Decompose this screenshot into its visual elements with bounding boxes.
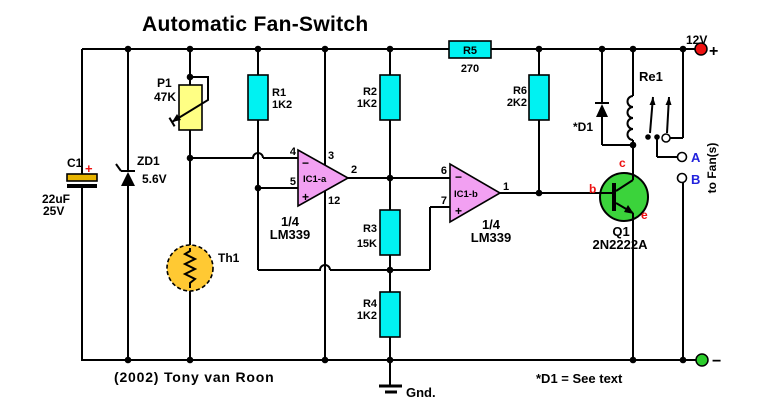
ic1a-pin5-label: 5 bbox=[290, 176, 296, 188]
ic1a-plus-label: + bbox=[302, 190, 309, 204]
resistor-r3-body bbox=[379, 209, 401, 256]
r2-value-label: 1K2 bbox=[357, 98, 377, 110]
resistor-r5-body bbox=[448, 40, 492, 59]
r4-value-label: 1K2 bbox=[357, 310, 377, 322]
capacitor-c1 bbox=[66, 173, 98, 188]
q1-emitter-label: e bbox=[641, 208, 648, 222]
terminal-negative bbox=[695, 353, 709, 367]
junction-dots bbox=[124, 45, 687, 364]
potentiometer-p1-body bbox=[178, 84, 203, 131]
emitter-arrowhead bbox=[624, 205, 634, 214]
q1-part-label: 2N2222A bbox=[593, 237, 649, 252]
ic1a-pin3-label: 3 bbox=[328, 150, 334, 162]
q1-collector-label: c bbox=[619, 156, 626, 170]
ground-symbol bbox=[379, 360, 402, 394]
c1-value-label: 22uF bbox=[42, 192, 70, 206]
wire-collector bbox=[615, 145, 634, 192]
p1-ref-label: P1 bbox=[157, 76, 172, 90]
resistor-r1-body bbox=[247, 74, 269, 121]
output-b-label: B bbox=[691, 172, 700, 187]
opamp-ic1a-body bbox=[297, 148, 350, 208]
re1-ref-label: Re1 bbox=[639, 69, 663, 84]
r1-ref-label: R1 bbox=[272, 87, 286, 99]
d1-ref-label: *D1 bbox=[573, 120, 593, 134]
relay-re1-coil bbox=[626, 95, 634, 141]
th1-ref-label: Th1 bbox=[218, 251, 240, 265]
capacitor-c1-plate-bottom bbox=[67, 184, 97, 188]
ic1b-part-label: LM339 bbox=[471, 230, 511, 245]
wire-relay-common bbox=[670, 49, 684, 139]
resistor-r6-body bbox=[528, 74, 550, 121]
ic1a-fraction-label: 1/4 bbox=[281, 214, 300, 229]
terminal-a bbox=[676, 151, 688, 163]
r3-value-label: 15K bbox=[357, 238, 377, 250]
ic1a-ref-label: IC1-a bbox=[303, 174, 327, 185]
wiper-arrowhead bbox=[172, 114, 181, 122]
d1-note-label: *D1 = See text bbox=[536, 371, 623, 386]
c1-polarity-label: + bbox=[85, 161, 93, 176]
ic1b-pin6-label: 6 bbox=[441, 165, 447, 177]
to-fans-label: to Fan(s) bbox=[705, 143, 719, 194]
r6-value-label: 2K2 bbox=[507, 97, 527, 109]
ic1a-part-label: LM339 bbox=[270, 227, 310, 242]
resistor-r2-body bbox=[379, 74, 401, 121]
supply-12v-label: 12V bbox=[686, 33, 707, 47]
wire-pin4-net bbox=[190, 152, 298, 159]
ic1a-pin4-label: 4 bbox=[290, 146, 297, 158]
r2-ref-label: R2 bbox=[363, 86, 377, 98]
thermistor-th1-body bbox=[166, 244, 214, 292]
zener-zd1-symbol bbox=[115, 163, 135, 186]
ic1b-pin1-label: 1 bbox=[503, 181, 509, 193]
zd1-ref-label: ZD1 bbox=[137, 154, 160, 168]
ic1b-fraction-label: 1/4 bbox=[482, 217, 501, 232]
ic1b-pin7-label: 7 bbox=[441, 195, 447, 207]
ic1b-ref-label: IC1-b bbox=[454, 189, 478, 200]
gnd-label: Gnd. bbox=[406, 385, 436, 400]
ic1b-minus-label: − bbox=[455, 170, 462, 184]
transistor-q1-symbol bbox=[500, 145, 634, 360]
c1-ref-label: C1 bbox=[67, 156, 83, 170]
thermistor-zigzag bbox=[182, 248, 198, 288]
ic1a-pin12-label: 12 bbox=[328, 195, 340, 207]
r1-value-label: 1K2 bbox=[272, 99, 292, 111]
capacitor-c1-plate-top bbox=[66, 173, 98, 182]
q1-ref-label: Q1 bbox=[612, 224, 629, 239]
thermistor-th1 bbox=[166, 244, 214, 292]
ic1a-pin2-label: 2 bbox=[351, 164, 357, 176]
q1-base-label: b bbox=[589, 182, 596, 196]
potentiometer-p1 bbox=[168, 76, 209, 131]
ic1a-minus-label: − bbox=[302, 156, 309, 170]
r6-ref-label: R6 bbox=[513, 85, 527, 97]
credit-label: (2002) Tony van Roon bbox=[114, 369, 274, 385]
terminal-b bbox=[676, 172, 688, 184]
r4-ref-label: R4 bbox=[363, 298, 378, 310]
r3-ref-label: R3 bbox=[363, 223, 377, 235]
relay-re1 bbox=[626, 95, 672, 143]
c1-voltage-label: 25V bbox=[43, 204, 64, 218]
r5-ref-label: R5 bbox=[463, 45, 477, 57]
supply-minus-label: − bbox=[712, 353, 721, 370]
transistor-q1 bbox=[500, 145, 649, 360]
output-a-label: A bbox=[691, 150, 701, 165]
wire-d1-branch bbox=[601, 49, 633, 146]
supply-plus-label: + bbox=[709, 43, 718, 60]
zd1-value-label: 5.6V bbox=[142, 172, 167, 186]
page-title: Automatic Fan-Switch bbox=[142, 13, 369, 36]
opamp-ic1b-body bbox=[449, 162, 502, 224]
potentiometer-p1-wiper bbox=[171, 76, 209, 123]
diode-d1-symbol bbox=[595, 102, 609, 117]
p1-value-label: 47K bbox=[154, 90, 176, 104]
relay-re1-contacts bbox=[645, 96, 672, 143]
r5-value-label: 270 bbox=[461, 63, 479, 75]
resistor-r4-body bbox=[379, 291, 401, 338]
ic1b-plus-label: + bbox=[455, 204, 462, 218]
wire-output-a bbox=[656, 139, 678, 158]
terminal-12v-positive bbox=[694, 42, 708, 56]
